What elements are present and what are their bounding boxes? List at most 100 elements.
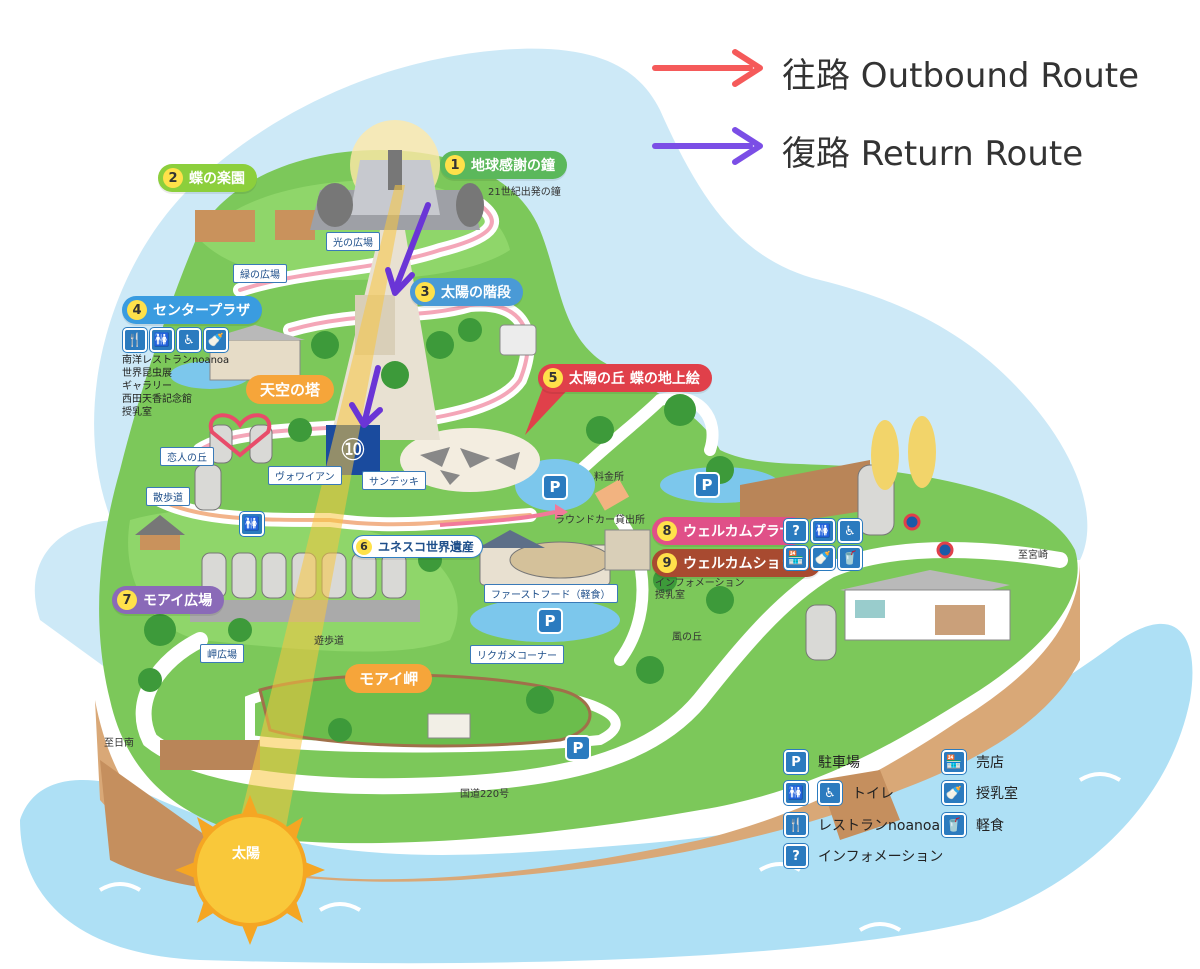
legend-shop: 🏪 売店: [942, 750, 1004, 774]
legend-parking: P 駐車場: [784, 750, 860, 774]
welcome-building: [840, 570, 1011, 641]
legend-restaurant: 🍴 レストランnoanoa: [784, 813, 940, 837]
shop-icon: 🏪: [942, 750, 966, 774]
legend-label: 売店: [976, 755, 1004, 771]
svg-text:P: P: [573, 739, 584, 757]
gazebo: [135, 515, 185, 550]
spot-name: 蝶の楽園: [189, 171, 245, 187]
return-route-path: [349, 202, 431, 428]
wind-hill-label: 風の丘: [672, 632, 702, 643]
toilet-icon: 🚻: [150, 328, 174, 352]
legend-nursing: 🍼 授乳室: [942, 781, 1018, 805]
spot-name: 太陽の丘 蝶の地上絵: [569, 371, 700, 387]
list-item: 授乳室: [122, 407, 152, 418]
to-miyazaki-label: 至宮崎: [1018, 550, 1048, 561]
info-icon: ?: [784, 519, 808, 543]
route220-label: 国道220号: [460, 789, 510, 800]
light-plaza-label: 光の広場: [326, 232, 380, 251]
sun: [175, 795, 325, 945]
cape-plaza-label: 岬広場: [200, 644, 244, 663]
outbound-route-label: 往路 Outbound Route: [782, 56, 1140, 96]
spot-8[interactable]: 8 ウェルカムプラザ: [652, 517, 806, 545]
spot-2[interactable]: 2 蝶の楽園: [158, 164, 257, 192]
svg-text:P: P: [545, 612, 556, 630]
marker-10[interactable]: ⑩: [339, 432, 367, 468]
spot-1[interactable]: 1 地球感謝の鐘: [440, 151, 567, 179]
legend-label: トイレ: [852, 786, 894, 802]
snack-icon: 🥤: [942, 813, 966, 837]
legend-label: 授乳室: [976, 786, 1018, 802]
legend-toilet: 🚻 ♿ トイレ: [784, 781, 894, 805]
parking-icon: P: [784, 750, 808, 774]
fare-label: 料金所: [594, 472, 624, 483]
sundeck-label: サンデッキ: [362, 471, 426, 490]
roundcar-label: ラウンドカー貸出所: [555, 515, 645, 526]
to-nichinan-label: 至日南: [104, 738, 134, 749]
spot-5[interactable]: 5 太陽の丘 蝶の地上絵: [538, 364, 712, 392]
toilet-icon: 🚻: [240, 512, 264, 536]
legend-information: ? インフォメーション: [784, 844, 943, 868]
spot-number: 2: [163, 168, 183, 188]
spot-name: ユネスコ世界遺産: [378, 540, 475, 554]
spot5-callout-tail: [525, 382, 575, 435]
fare-booth: [594, 479, 630, 511]
century-bell-label: 21世紀出発の鐘: [488, 187, 561, 198]
toilet-icon: 🚻: [784, 781, 808, 805]
center-plaza-list: 南洋レストランnoanoa 世界昆虫展 ギャラリー 西田天香記念館 授乳室: [122, 354, 229, 419]
list-item: 南洋レストランnoanoa: [122, 355, 230, 366]
green-plaza-label: 緑の広場: [233, 264, 287, 283]
spot-number: 3: [415, 282, 435, 302]
spot-number: 8: [657, 521, 677, 541]
spot-name: ウェルカムショップ: [683, 556, 809, 572]
legend-label: インフォメーション: [818, 849, 944, 865]
spot-number: 1: [445, 155, 465, 175]
spot-number: 7: [117, 590, 137, 610]
road-signs: [903, 513, 954, 559]
wheelchair-icon: ♿: [818, 781, 842, 805]
fastfood-label: ファーストフード（軽食）: [484, 584, 618, 603]
promenade-label: 遊歩道: [314, 636, 344, 647]
info-icon: ?: [784, 844, 808, 868]
legend-snack: 🥤 軽食: [942, 813, 1004, 837]
tower-label: 天空の塔: [246, 375, 335, 404]
spot-number: 6: [356, 538, 372, 555]
parking-markers: P P P P: [537, 472, 720, 761]
snack-icon: 🥤: [838, 546, 862, 570]
list-item: 世界昆虫展: [122, 368, 172, 379]
moai-cape-label: モアイ岬: [345, 664, 433, 693]
restaurant-icon: 🍴: [784, 813, 808, 837]
list-item: 西田天香記念館: [122, 394, 192, 405]
surfboards: [871, 416, 936, 490]
spot-name: センタープラザ: [153, 303, 251, 319]
golf-cart: [499, 324, 537, 356]
shop-icon: 🏪: [784, 546, 808, 570]
sun-label: 太陽: [232, 846, 260, 862]
spot-number: 4: [127, 300, 147, 320]
legend-label: 軽食: [976, 818, 1004, 834]
list-item: ギャラリー: [122, 381, 172, 392]
nursing-icon: 🍼: [811, 546, 835, 570]
wooden-structures: [160, 210, 870, 770]
svg-text:P: P: [702, 476, 713, 494]
return-route-arrow: [652, 127, 763, 165]
spot-6[interactable]: 6 ユネスコ世界遺産: [352, 535, 484, 558]
spot-4[interactable]: 4 センタープラザ: [122, 296, 263, 324]
spot-name: 太陽の階段: [441, 285, 511, 301]
return-route-legend: 復路 Return Route: [782, 126, 1083, 175]
fastfood-building: [478, 529, 651, 586]
return-route-label: 復路 Return Route: [782, 134, 1084, 174]
spot-number: 9: [657, 553, 677, 573]
outbound-route-path: [439, 504, 568, 527]
spot-name: モアイ広場: [143, 593, 213, 609]
palm-trees: [138, 318, 734, 742]
heart-monument: [208, 413, 272, 458]
svg-text:P: P: [550, 478, 561, 496]
spot-name: 地球感謝の鐘: [471, 158, 555, 174]
spot-number: 5: [543, 368, 563, 388]
spot-7[interactable]: 7 モアイ広場: [112, 586, 225, 614]
spot-3[interactable]: 3 太陽の階段: [410, 278, 523, 306]
legend-label: 駐車場: [818, 755, 860, 771]
wheelchair-icon: ♿: [838, 519, 862, 543]
butterfly-geoglyph: [400, 428, 540, 492]
